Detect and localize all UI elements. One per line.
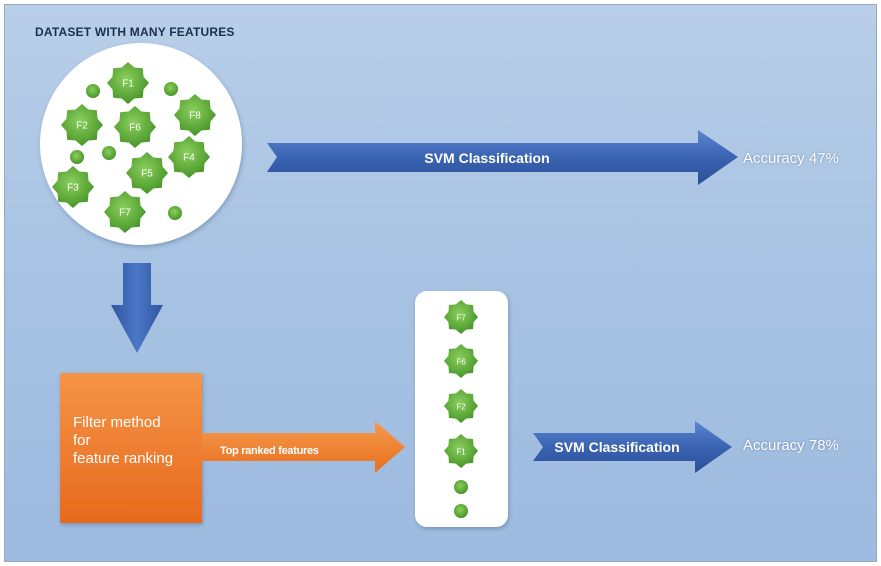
feature-label: F1 bbox=[456, 448, 466, 457]
feature-label: F4 bbox=[183, 153, 195, 164]
feature-label: F2 bbox=[76, 121, 88, 132]
svm-bottom-arrow bbox=[533, 421, 732, 473]
feature-label: F8 bbox=[189, 111, 201, 122]
feature-star-f6 bbox=[114, 106, 156, 148]
svm-bottom-label: SVM Classification bbox=[554, 439, 679, 455]
feature-selection-diagram: SVM Classification SVM Classification F1… bbox=[40, 43, 738, 527]
feature-star-f1 bbox=[107, 62, 149, 104]
accuracy-top: Accuracy 47% bbox=[743, 150, 839, 167]
feature-dot bbox=[102, 146, 116, 160]
diagram-canvas: SVM Classification SVM Classification F1… bbox=[4, 4, 877, 562]
svm-top-arrow bbox=[267, 130, 738, 185]
feature-label: F7 bbox=[456, 314, 466, 323]
diagram-title: DATASET WITH MANY FEATURES bbox=[35, 25, 235, 39]
feature-label: F2 bbox=[456, 403, 466, 412]
accuracy-bottom: Accuracy 78% bbox=[743, 437, 839, 454]
feature-star-f5 bbox=[126, 152, 168, 194]
filter-method-label: Filter method for feature ranking bbox=[73, 414, 174, 467]
ranked-star-f7 bbox=[444, 300, 478, 334]
feature-dot bbox=[86, 84, 100, 98]
feature-label: F7 bbox=[119, 208, 131, 219]
feature-dot bbox=[168, 206, 182, 220]
feature-star-f4 bbox=[168, 136, 210, 178]
svm-top-label: SVM Classification bbox=[424, 150, 549, 166]
ranked-star-f1 bbox=[444, 434, 478, 468]
top-ranked-arrow bbox=[202, 421, 405, 473]
feature-label: F5 bbox=[141, 169, 153, 180]
down-arrow bbox=[111, 263, 163, 353]
filter-method-box bbox=[60, 373, 202, 523]
feature-star-f8 bbox=[174, 94, 216, 136]
ranked-star-f6 bbox=[444, 344, 478, 378]
feature-dot bbox=[454, 480, 468, 494]
feature-label: F6 bbox=[456, 358, 466, 367]
feature-label: F6 bbox=[129, 123, 141, 134]
feature-label: F3 bbox=[67, 183, 79, 194]
feature-dot bbox=[454, 504, 468, 518]
ranked-star-f2 bbox=[444, 389, 478, 423]
feature-star-f7 bbox=[104, 191, 146, 233]
feature-star-f3 bbox=[52, 166, 94, 208]
feature-dot bbox=[164, 82, 178, 96]
feature-label: F1 bbox=[122, 79, 134, 90]
feature-star-f2 bbox=[61, 104, 103, 146]
top-ranked-label: Top ranked features bbox=[220, 445, 319, 457]
feature-dot bbox=[70, 150, 84, 164]
